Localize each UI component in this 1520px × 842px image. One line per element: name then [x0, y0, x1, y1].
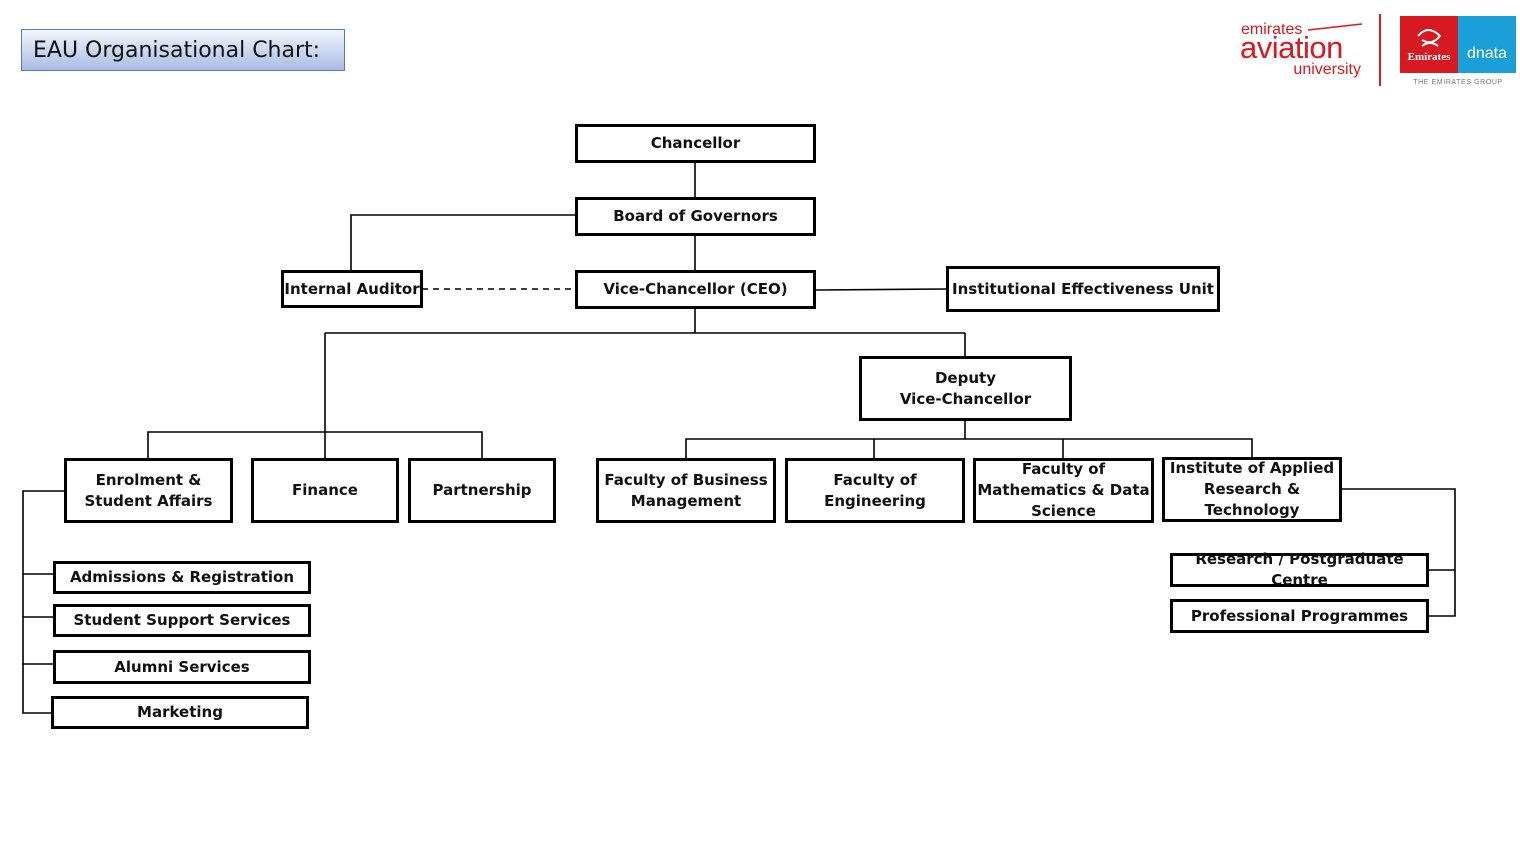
swoosh-icon [1307, 23, 1363, 31]
research-postgraduate-box: Research / Postgraduate Centre [1170, 550, 1429, 589]
eau-logo-line2: aviation [1240, 30, 1343, 65]
chancellor-box: Chancellor [575, 124, 816, 163]
emirates-logo-text: Emirates [1408, 51, 1451, 63]
admissions-box: Admissions & Registration [53, 561, 311, 594]
connector-iart-sub [1341, 488, 1456, 617]
connector-enrolment-sub [22, 490, 65, 714]
professional-programmes-box: Professional Programmes [1170, 599, 1429, 633]
connector-faculty-branch [685, 438, 1253, 459]
connector-board-auditor [350, 214, 575, 270]
dnata-logo-text: dnata [1467, 45, 1507, 62]
marketing-box: Marketing [51, 696, 309, 729]
internal-auditor-box: Internal Auditor [281, 270, 423, 308]
faculty-engineering-box: Faculty of Engineering [785, 458, 965, 523]
enrolment-box: Enrolment & Student Affairs [64, 458, 233, 523]
alumni-services-box: Alumni Services [53, 650, 311, 684]
institutional-effectiveness-box: Institutional Effectiveness Unit [946, 266, 1220, 312]
emirates-group-caption: THE EMIRATES GROUP [1413, 79, 1503, 86]
connector-vc-ieu [815, 288, 947, 291]
connector-admin-branch [147, 431, 483, 459]
chart-title: EAU Organisational Chart: [21, 29, 345, 71]
eau-logo-line3: university [1293, 61, 1361, 78]
emirates-logo: Emirates [1400, 16, 1458, 73]
deputy-vice-chancellor-box: Deputy Vice-Chancellor [859, 356, 1072, 421]
partnership-box: Partnership [408, 458, 556, 523]
divider-line [1379, 14, 1381, 86]
board-of-governors-box: Board of Governors [575, 197, 816, 236]
dnata-logo: dnata [1458, 16, 1516, 73]
eau-logo: emirates aviation university [1236, 16, 1366, 82]
student-support-box: Student Support Services [53, 604, 311, 637]
faculty-mathematics-box: Faculty of Mathematics & Data Science [973, 458, 1154, 523]
emirates-calligraphy-icon [1417, 29, 1442, 47]
faculty-business-box: Faculty of Business Management [596, 458, 776, 523]
institute-applied-research-box: Institute of Applied Research & Technolo… [1162, 457, 1342, 522]
eau-logo-line1: emirates [1241, 21, 1302, 38]
finance-box: Finance [251, 458, 399, 523]
vice-chancellor-box: Vice-Chancellor (CEO) [575, 270, 816, 309]
